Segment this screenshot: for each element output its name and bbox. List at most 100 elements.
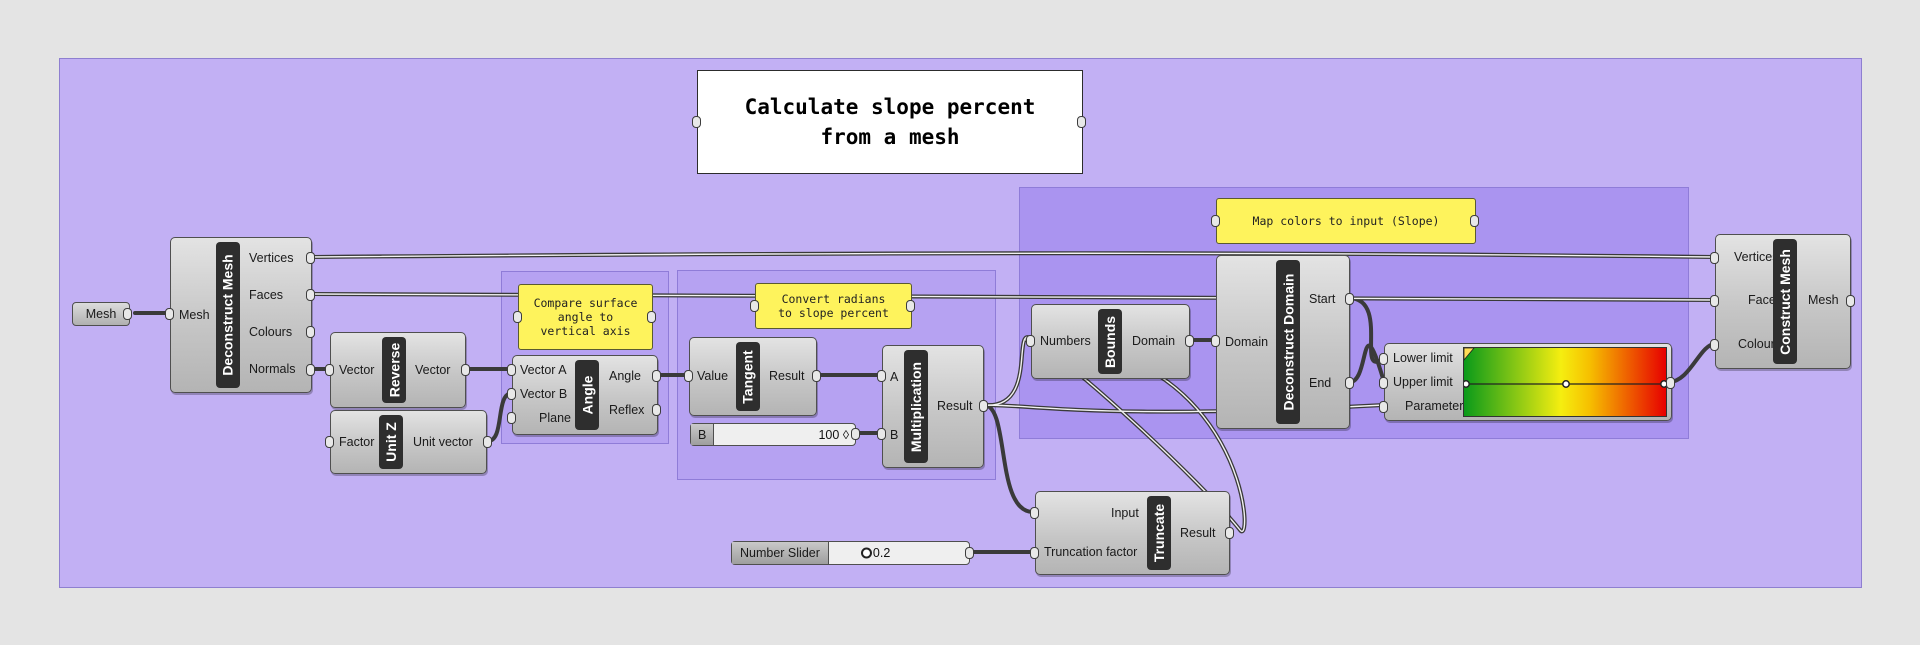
- note-convert-grip-r[interactable]: [906, 300, 915, 312]
- tangent-in[interactable]: [684, 370, 693, 382]
- bounds-in[interactable]: [1026, 335, 1035, 347]
- reverse-out[interactable]: [461, 364, 470, 376]
- deconstruct-mesh-out-1[interactable]: [306, 252, 315, 264]
- deconstruct-mesh-out-3[interactable]: [306, 326, 315, 338]
- deconstruct-mesh-component[interactable]: Mesh Deconstruct Mesh Vertices Faces Col…: [170, 237, 312, 393]
- out-vertices: Vertices: [249, 251, 294, 265]
- mesh-param-out[interactable]: [123, 308, 132, 320]
- mult-in-a: A: [890, 370, 899, 384]
- construct-mesh-in-3[interactable]: [1710, 339, 1719, 351]
- number-slider-track[interactable]: 0.2: [829, 542, 969, 564]
- deconstruct-mesh-input: Mesh: [179, 308, 210, 322]
- note-map-grip-r[interactable]: [1470, 215, 1479, 227]
- bounds-input: Numbers: [1040, 334, 1091, 348]
- truncate-component[interactable]: Input Truncation factor Truncate Result: [1035, 491, 1230, 575]
- truncate-in-factor: Truncation factor: [1044, 545, 1138, 559]
- unit-z-output: Unit vector: [413, 435, 473, 449]
- b-slider-out[interactable]: [851, 428, 860, 440]
- angle-title: Angle: [575, 360, 599, 430]
- construct-mesh-output: Mesh: [1808, 293, 1839, 307]
- angle-out-2[interactable]: [652, 404, 661, 416]
- number-slider-out[interactable]: [965, 547, 974, 559]
- gradient-in-upper: Upper limit: [1393, 375, 1453, 389]
- note-compare-grip-r[interactable]: [647, 311, 656, 323]
- gradient-out[interactable]: [1666, 377, 1675, 389]
- angle-in-3[interactable]: [507, 412, 516, 424]
- reverse-in[interactable]: [325, 364, 334, 376]
- number-slider[interactable]: Number Slider 0.2: [731, 541, 970, 565]
- title-line-2: from a mesh: [820, 125, 960, 149]
- gradient-in-3[interactable]: [1379, 401, 1388, 413]
- construct-mesh-out[interactable]: [1846, 295, 1855, 307]
- reverse-component[interactable]: Vector Reverse Vector: [330, 332, 466, 408]
- deconstruct-domain-component[interactable]: Domain Deconstruct Domain Start End: [1216, 255, 1350, 429]
- deconstruct-mesh-title: Deconstruct Mesh: [216, 242, 240, 388]
- bounds-output: Domain: [1132, 334, 1176, 348]
- note-compare-grip-l[interactable]: [513, 311, 522, 323]
- deconstruct-mesh-out-4[interactable]: [306, 364, 315, 376]
- truncate-in-1[interactable]: [1030, 507, 1039, 519]
- truncate-in-2[interactable]: [1030, 547, 1039, 559]
- gradient-in-1[interactable]: [1379, 353, 1388, 365]
- unit-z-in[interactable]: [325, 436, 334, 448]
- scribble-grip-right[interactable]: [1077, 116, 1086, 128]
- deconstruct-mesh-out-2[interactable]: [306, 289, 315, 301]
- title-scribble[interactable]: Calculate slope percent from a mesh: [697, 70, 1083, 174]
- b-slider[interactable]: B 100 ◊: [690, 423, 856, 446]
- note-convert-radians[interactable]: Convert radians to slope percent: [755, 283, 912, 329]
- truncate-output: Result: [1180, 526, 1216, 540]
- angle-out-1[interactable]: [652, 370, 661, 382]
- deconstruct-domain-out-end[interactable]: [1345, 377, 1354, 389]
- gradient-component[interactable]: Lower limit Upper limit Parameter: [1384, 343, 1672, 421]
- mult-in-2[interactable]: [877, 428, 886, 440]
- unit-z-input: Factor: [339, 435, 375, 449]
- multiplication-title: Multiplication: [904, 350, 928, 463]
- deconstruct-domain-input: Domain: [1225, 335, 1269, 349]
- deconstruct-domain-in[interactable]: [1211, 335, 1220, 347]
- mult-in-1[interactable]: [877, 370, 886, 382]
- b-slider-label: B: [691, 424, 715, 445]
- multiplication-component[interactable]: A B Multiplication Result: [882, 345, 984, 468]
- deconstruct-domain-out-start[interactable]: [1345, 293, 1354, 305]
- mult-in-b: B: [890, 428, 899, 442]
- truncate-title: Truncate: [1147, 496, 1171, 570]
- angle-in-1[interactable]: [507, 364, 516, 376]
- unit-z-out[interactable]: [483, 436, 492, 448]
- gradient-preview[interactable]: [1463, 347, 1667, 417]
- tangent-out[interactable]: [812, 370, 821, 382]
- tangent-component[interactable]: Value Tangent Result: [689, 337, 817, 416]
- construct-mesh-title: Construct Mesh: [1773, 239, 1797, 364]
- tangent-input: Value: [697, 369, 729, 383]
- angle-in-b: Vector B: [520, 387, 568, 401]
- truncate-out[interactable]: [1225, 527, 1234, 539]
- out-faces: Faces: [249, 288, 284, 302]
- construct-mesh-component[interactable]: Vertices Faces Colours Construct Mesh Me…: [1715, 234, 1851, 369]
- mult-out[interactable]: [979, 400, 988, 412]
- gradient-in-2[interactable]: [1379, 377, 1388, 389]
- unit-z-title: Unit Z: [379, 415, 403, 469]
- note-map-grip-l[interactable]: [1211, 215, 1220, 227]
- number-slider-knob[interactable]: [860, 547, 872, 559]
- b-slider-track[interactable]: 100 ◊: [714, 424, 855, 445]
- deconstruct-domain-title: Deconstruct Domain: [1276, 260, 1300, 424]
- gradient-grips: [1464, 348, 1666, 388]
- out-normals: Normals: [249, 362, 296, 376]
- note-map-colors[interactable]: Map colors to input (Slope): [1216, 198, 1476, 244]
- bounds-out[interactable]: [1185, 335, 1194, 347]
- title-line-1: Calculate slope percent: [744, 95, 1036, 119]
- construct-mesh-in-2[interactable]: [1710, 295, 1719, 307]
- angle-component[interactable]: Vector A Vector B Plane Angle Angle Refl…: [512, 355, 658, 435]
- note-convert-grip-l[interactable]: [750, 300, 759, 312]
- reverse-input: Vector: [339, 363, 375, 377]
- number-slider-value: 0.2: [872, 546, 891, 560]
- note-compare-angle[interactable]: Compare surface angle to vertical axis: [518, 284, 653, 350]
- tangent-title: Tangent: [736, 342, 760, 411]
- bounds-component[interactable]: Numbers Bounds Domain: [1031, 304, 1190, 379]
- scribble-grip-left[interactable]: [692, 116, 701, 128]
- unit-z-component[interactable]: Factor Unit Z Unit vector: [330, 410, 487, 474]
- mesh-param[interactable]: Mesh: [72, 302, 130, 326]
- angle-in-2[interactable]: [507, 388, 516, 400]
- construct-mesh-in-1[interactable]: [1710, 252, 1719, 264]
- deconstruct-mesh-in[interactable]: [165, 308, 174, 320]
